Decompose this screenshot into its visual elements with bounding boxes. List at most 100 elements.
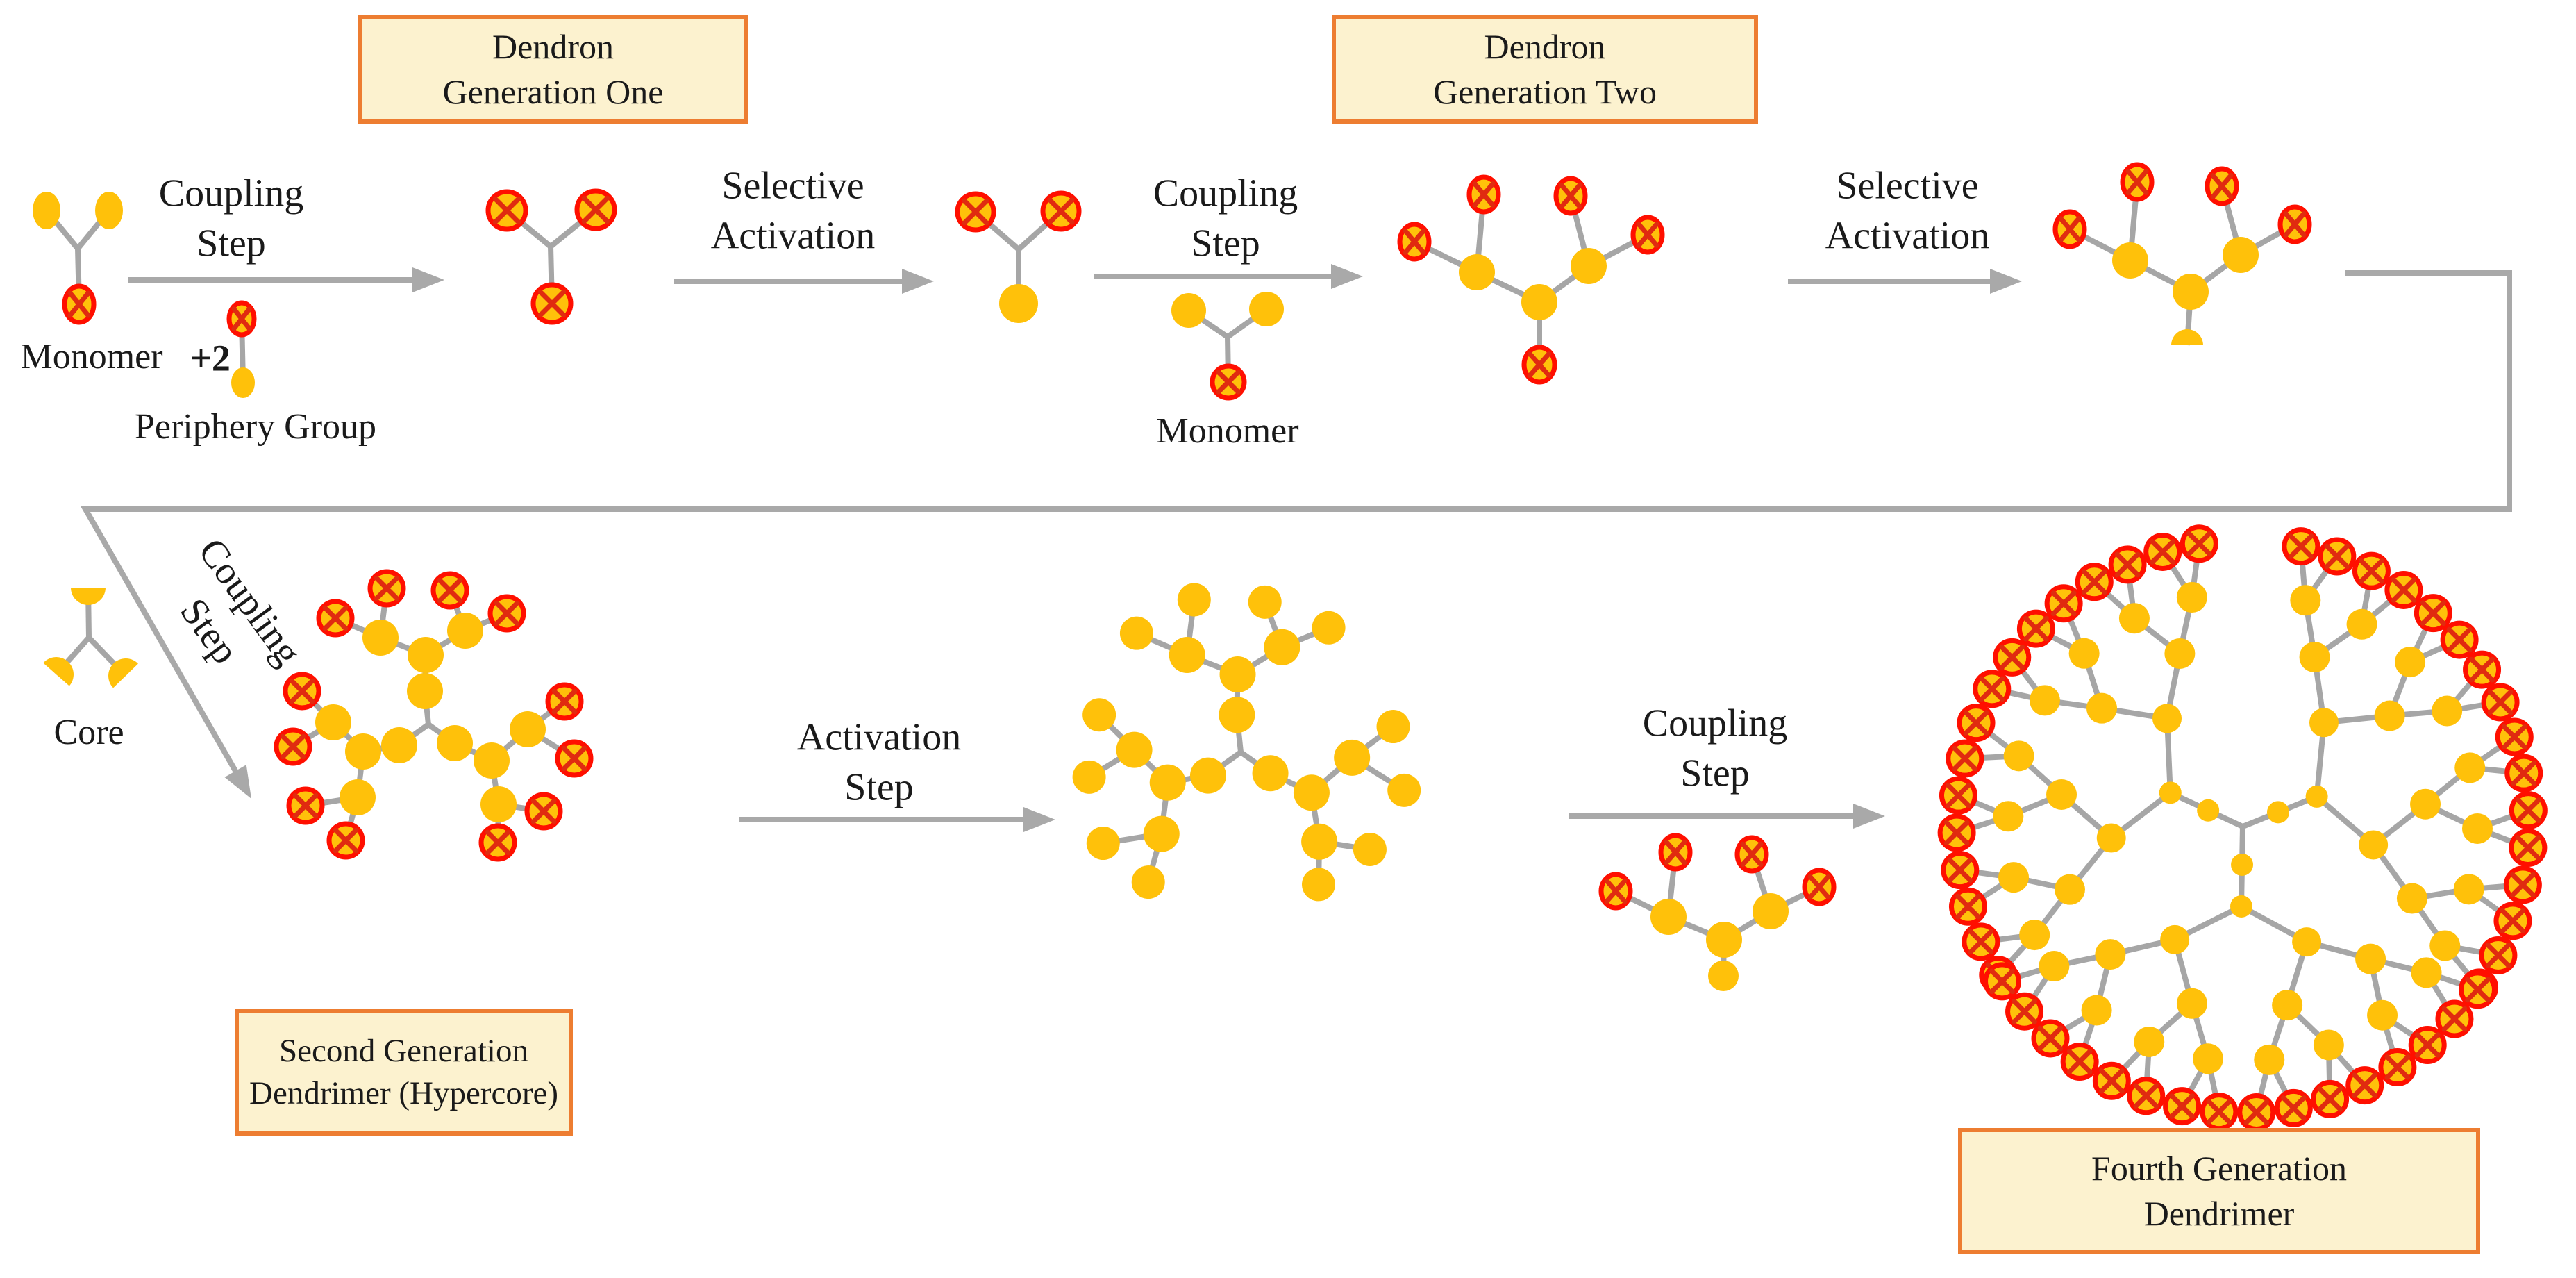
cross-mark bbox=[1664, 839, 1687, 865]
cross-mark bbox=[292, 792, 319, 819]
cross-mark bbox=[2515, 835, 2541, 861]
arrowhead bbox=[902, 269, 934, 294]
branch-node bbox=[95, 192, 123, 229]
cross-mark bbox=[2384, 1054, 2411, 1080]
cross-mark bbox=[2114, 551, 2141, 578]
arrow-coupling-3 bbox=[1569, 804, 1885, 829]
dendron-for-coupling bbox=[1598, 833, 1837, 991]
cross-mark bbox=[437, 577, 463, 604]
cross-mark bbox=[485, 829, 511, 856]
box-line: Generation One bbox=[442, 72, 664, 111]
step-line: Step bbox=[1191, 222, 1260, 265]
branch-node bbox=[340, 779, 376, 815]
label-plus-two: +2 bbox=[190, 337, 231, 379]
branch-node bbox=[231, 367, 255, 398]
dendron-g2 bbox=[1397, 174, 1665, 385]
step-line: Step bbox=[1680, 752, 1750, 795]
branch-node bbox=[2299, 642, 2330, 673]
branch-node bbox=[2230, 895, 2252, 918]
cross-mark bbox=[289, 678, 315, 704]
cross-mark bbox=[2420, 600, 2446, 626]
arrow-selective-activation-1 bbox=[674, 269, 934, 294]
arrowhead bbox=[224, 765, 251, 799]
cross-mark bbox=[1403, 229, 1426, 255]
branch-node bbox=[2176, 988, 2207, 1019]
activated-focal-dome bbox=[43, 657, 74, 686]
branch-node bbox=[408, 637, 444, 673]
step-line: Coupling bbox=[1153, 172, 1298, 215]
branch-node bbox=[2454, 752, 2486, 783]
hypercore-g2-dendrimer bbox=[274, 569, 594, 862]
branch-node bbox=[1248, 585, 1282, 619]
branch-node bbox=[2453, 874, 2484, 905]
branch-node bbox=[2359, 830, 2389, 860]
box-line: Second Generation bbox=[279, 1032, 528, 1069]
branch-node bbox=[2086, 692, 2117, 724]
branch-node bbox=[2313, 1029, 2344, 1061]
branch-node bbox=[2272, 990, 2303, 1021]
branch-node bbox=[1219, 656, 1256, 692]
branch-node bbox=[2197, 799, 2220, 822]
branch-node bbox=[999, 284, 1038, 323]
branch-node bbox=[1169, 637, 1205, 673]
branch-node bbox=[1189, 757, 1226, 794]
box-line: Dendron bbox=[1484, 27, 1606, 66]
branch-node bbox=[2355, 943, 2386, 974]
cross-mark bbox=[2465, 977, 2491, 1003]
branch-node bbox=[1312, 611, 1346, 645]
branch-node bbox=[1353, 833, 1387, 866]
cross-mark bbox=[2414, 1032, 2441, 1058]
cross-mark bbox=[2391, 577, 2417, 603]
fourth-gen-dendrimer bbox=[1937, 524, 2548, 1132]
cross-mark bbox=[280, 733, 306, 760]
branch-node bbox=[1708, 961, 1739, 991]
branch-node bbox=[2346, 608, 2377, 640]
branch-node bbox=[2367, 999, 2398, 1031]
cross-mark bbox=[1216, 370, 1241, 395]
cross-mark bbox=[231, 306, 252, 331]
branch-node bbox=[1387, 773, 1421, 807]
cross-mark bbox=[2133, 1083, 2159, 1109]
arrow-selective-activation-2 bbox=[1788, 269, 2022, 294]
cross-mark bbox=[2352, 1072, 2378, 1099]
cross-mark bbox=[2441, 1006, 2468, 1032]
label-monomer-2: Monomer bbox=[1156, 410, 1299, 451]
branch-node bbox=[2039, 951, 2070, 982]
branch-node bbox=[2096, 823, 2126, 853]
cross-mark bbox=[2288, 533, 2314, 560]
cross-mark bbox=[2023, 615, 2049, 642]
activated-focal-dome bbox=[108, 658, 138, 688]
label-periphery-group: Periphery Group bbox=[134, 406, 377, 447]
branch-node bbox=[1376, 710, 1410, 744]
branch-node bbox=[510, 711, 546, 747]
cross-mark bbox=[2206, 1099, 2232, 1125]
box-line: Generation Two bbox=[1433, 72, 1657, 111]
cross-mark bbox=[2125, 169, 2149, 195]
branch-node bbox=[2054, 874, 2085, 905]
cross-mark bbox=[1604, 878, 1628, 904]
cross-mark bbox=[2485, 943, 2511, 968]
cross-mark bbox=[1472, 181, 1496, 208]
cross-mark bbox=[1952, 745, 1978, 772]
box-line: Dendron bbox=[492, 27, 614, 66]
cross-mark bbox=[2501, 724, 2527, 750]
branch-node bbox=[1706, 922, 1742, 958]
cross-mark bbox=[1943, 820, 1970, 846]
branch-node bbox=[2254, 1044, 2285, 1075]
cross-mark bbox=[1636, 222, 1659, 248]
label-box-second-generation-dendrimer: Second Generation Dendrimer (Hypercore) bbox=[235, 1009, 573, 1136]
step-line: Step bbox=[196, 222, 266, 265]
cross-mark bbox=[2050, 590, 2077, 617]
branch-node bbox=[1143, 815, 1180, 852]
branch-node bbox=[1571, 248, 1607, 284]
dendron-g2-activated bbox=[2052, 162, 2312, 346]
cross-mark bbox=[2280, 1095, 2307, 1121]
cross-mark bbox=[333, 827, 359, 854]
branch-node bbox=[362, 620, 399, 656]
branch-node bbox=[2305, 785, 2328, 808]
branch-node bbox=[2112, 242, 2148, 279]
branch-node bbox=[2068, 638, 2100, 669]
dendron-g1-activated bbox=[955, 190, 1082, 323]
cross-mark bbox=[2446, 626, 2473, 653]
